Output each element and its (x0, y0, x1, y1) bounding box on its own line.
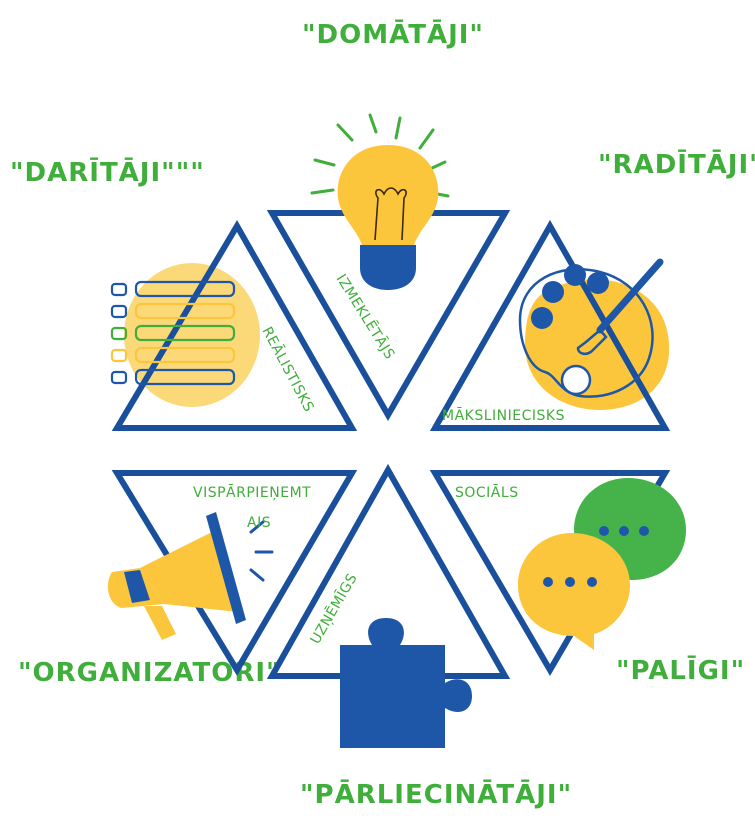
label-domataji: "DOMĀTĀJI" (302, 20, 484, 50)
checklist-icon (110, 280, 236, 386)
puzzle-piece-icon (340, 618, 472, 748)
type-makslieniecisks: MĀKSLINIECISKS (442, 407, 565, 424)
label-parliecinataji: "PĀRLIECINĀTĀJI" (300, 780, 573, 810)
type-uznemigs: UZŅĒMĪGS (307, 570, 361, 647)
megaphone-icon (107, 512, 274, 640)
type-socials: SOCIĀLS (455, 484, 519, 501)
lightbulb-icon (310, 113, 450, 290)
label-paligi: "PALĪGI" (616, 656, 746, 686)
type-visparpienemt-2: AIS (247, 515, 271, 531)
label-raditaji: "RADĪTĀJI" (598, 150, 755, 180)
paint-palette-icon (518, 258, 664, 398)
speech-bubbles-icon (518, 478, 686, 650)
triangle-makslieniecisks (429, 219, 671, 431)
type-realistisks: REĀLISTISKS (258, 324, 317, 415)
label-daritaji: "DARĪTĀJI""" (10, 158, 205, 188)
type-visparpienemt-1: VISPĀRPIEŅEMT (193, 484, 311, 501)
